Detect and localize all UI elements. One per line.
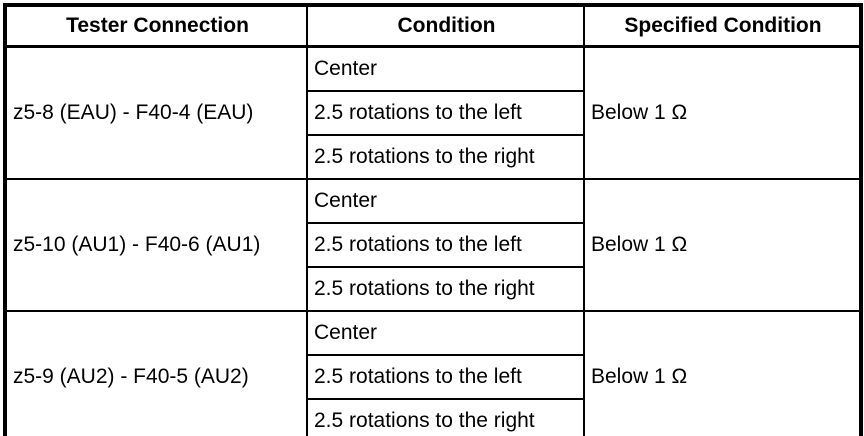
table-row: z5-10 (AU1) - F40-6 (AU1) Center Below 1… — [4, 178, 862, 312]
header-row: Tester Connection Condition Specified Co… — [4, 4, 862, 48]
table-row: z5-8 (EAU) - F40-4 (EAU) Center Below 1 … — [4, 45, 862, 180]
condition-cell: 2.5 rotations to the left — [306, 90, 585, 136]
condition-cell: 2.5 rotations to the right — [306, 134, 585, 180]
tester-connection-cell: z5-8 (EAU) - F40-4 (EAU) — [4, 45, 308, 180]
column-header-condition: Condition — [306, 4, 585, 48]
condition-cell: Center — [306, 45, 585, 92]
condition-cell: Center — [306, 178, 585, 224]
specified-condition-cell: Below 1 Ω — [583, 310, 862, 436]
table-row: 2.5 rotations to the right — [5, 134, 861, 180]
condition-cell: 2.5 rotations to the right — [306, 398, 585, 436]
table-row: 2.5 rotations to the left — [5, 90, 861, 136]
tester-connection-cell: z5-10 (AU1) - F40-6 (AU1) — [4, 178, 308, 312]
condition-cell: 2.5 rotations to the left — [306, 354, 585, 400]
tester-connection-cell: z5-9 (AU2) - F40-5 (AU2) — [4, 310, 308, 436]
table-row: 2.5 rotations to the left — [5, 354, 861, 400]
column-header-tester-connection: Tester Connection — [4, 4, 308, 48]
column-header-specified-condition: Specified Condition — [583, 4, 862, 48]
table-row: z5-9 (AU2) - F40-5 (AU2) Center Below 1 … — [4, 310, 862, 436]
specified-condition-cell: Below 1 Ω — [583, 45, 862, 180]
table-header: Tester Connection Condition Specified Co… — [4, 4, 862, 48]
table-body: z5-8 (EAU) - F40-4 (EAU) Center Below 1 … — [4, 45, 862, 436]
condition-cell: 2.5 rotations to the right — [306, 266, 585, 312]
condition-cell: Center — [306, 310, 585, 356]
table-row: 2.5 rotations to the left — [5, 222, 861, 268]
spec-table: Tester Connection Condition Specified Co… — [3, 3, 863, 436]
specified-condition-cell: Below 1 Ω — [583, 178, 862, 312]
condition-cell: 2.5 rotations to the left — [306, 222, 585, 268]
table-row: 2.5 rotations to the right — [5, 266, 861, 312]
table-row: 2.5 rotations to the right — [5, 398, 861, 436]
